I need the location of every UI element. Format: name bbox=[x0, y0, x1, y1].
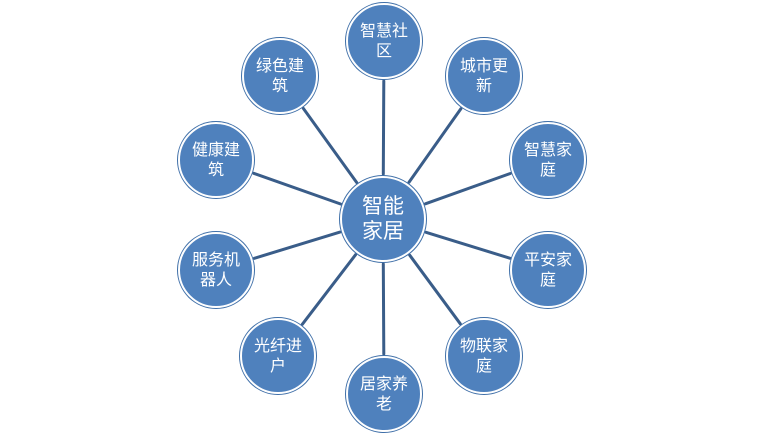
node-label: 绿色建 筑 bbox=[255, 56, 304, 95]
node-label: 城市更 新 bbox=[459, 56, 508, 95]
connector-wulian-jiating bbox=[408, 253, 462, 326]
node-jiankang-jianzhu: 健康建 筑 bbox=[178, 122, 254, 198]
node-lvse-jianzhu: 绿色建 筑 bbox=[242, 38, 318, 114]
node-pingan-jiating: 平安家 庭 bbox=[510, 232, 586, 308]
connector-jiankang-jianzhu bbox=[252, 171, 343, 206]
node-jujia-yanglao: 居家养 老 bbox=[346, 356, 422, 432]
connector-zhihui-jiating bbox=[423, 172, 512, 206]
node-guangxian-jinhu: 光纤进 户 bbox=[240, 318, 316, 394]
hub-node: 智能 家居 bbox=[340, 176, 426, 262]
connector-lvse-jianzhu bbox=[301, 107, 359, 184]
connector-jujia-yanglao bbox=[381, 262, 386, 356]
connector-pingan-jiating bbox=[424, 230, 512, 260]
node-chengshi-gengxin: 城市更 新 bbox=[446, 38, 522, 114]
connector-zhihui-shequ bbox=[381, 79, 386, 176]
node-label: 智慧家 庭 bbox=[523, 140, 572, 179]
node-fuwu-jiqiren: 服务机 器人 bbox=[178, 232, 254, 308]
node-label: 智慧社 区 bbox=[359, 21, 408, 60]
node-zhihui-jiating: 智慧家 庭 bbox=[510, 122, 586, 198]
node-zhihui-shequ: 智慧社 区 bbox=[346, 3, 422, 79]
node-label: 平安家 庭 bbox=[523, 250, 572, 289]
node-label: 服务机 器人 bbox=[191, 250, 240, 289]
connector-guangxian-jinhu bbox=[300, 253, 358, 326]
node-label: 健康建 筑 bbox=[191, 140, 240, 179]
node-label: 居家养 老 bbox=[359, 374, 408, 413]
connector-fuwu-jiqiren bbox=[252, 230, 342, 260]
connector-chengshi-gengxin bbox=[407, 107, 463, 184]
hub-label: 智能 家居 bbox=[362, 194, 404, 243]
node-label: 光纤进 户 bbox=[253, 336, 302, 375]
node-label: 物联家 庭 bbox=[459, 336, 508, 375]
node-wulian-jiating: 物联家 庭 bbox=[446, 318, 522, 394]
